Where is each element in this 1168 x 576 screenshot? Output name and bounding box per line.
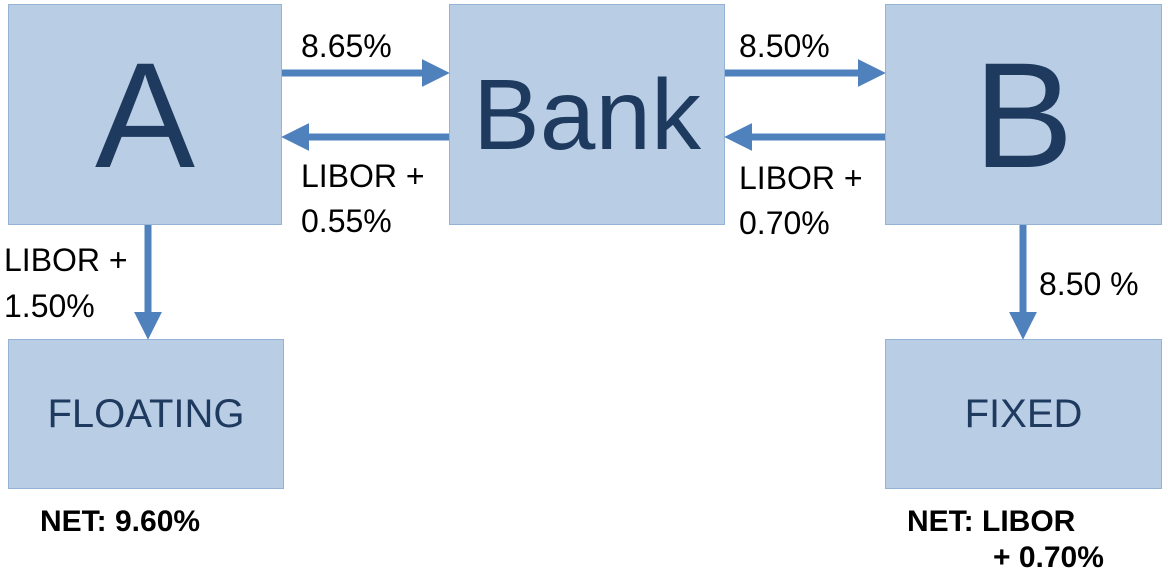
party-a-box: A	[8, 4, 282, 225]
rate-a-to-floating-line1: LIBOR +	[4, 242, 128, 278]
fixed-box: FIXED	[885, 339, 1162, 489]
net-b-line2: + 0.70%	[993, 541, 1104, 574]
rate-bank-to-a-line1: LIBOR +	[301, 158, 425, 194]
rate-a-to-bank: 8.65%	[301, 28, 392, 64]
floating-box: FLOATING	[8, 339, 284, 489]
net-a: NET: 9.60%	[40, 505, 201, 538]
floating-label: FLOATING	[47, 392, 245, 436]
net-b-line1: NET: LIBOR	[907, 505, 1076, 538]
rate-bank-to-a-line2: 0.55%	[301, 203, 392, 239]
fixed-label: FIXED	[964, 392, 1083, 436]
bank-label: Bank	[473, 58, 701, 171]
bank-box: Bank	[449, 4, 725, 225]
rate-bank-to-b: 8.50%	[739, 28, 830, 64]
rate-b-to-fixed: 8.50 %	[1039, 266, 1139, 302]
party-a-label: A	[94, 30, 196, 199]
rate-a-to-floating-line2: 1.50%	[4, 288, 95, 324]
party-b-label: B	[973, 30, 1074, 199]
rate-b-to-bank-line2: 0.70%	[739, 205, 830, 241]
party-b-box: B	[885, 4, 1162, 225]
rate-b-to-bank-line1: LIBOR +	[739, 160, 863, 196]
